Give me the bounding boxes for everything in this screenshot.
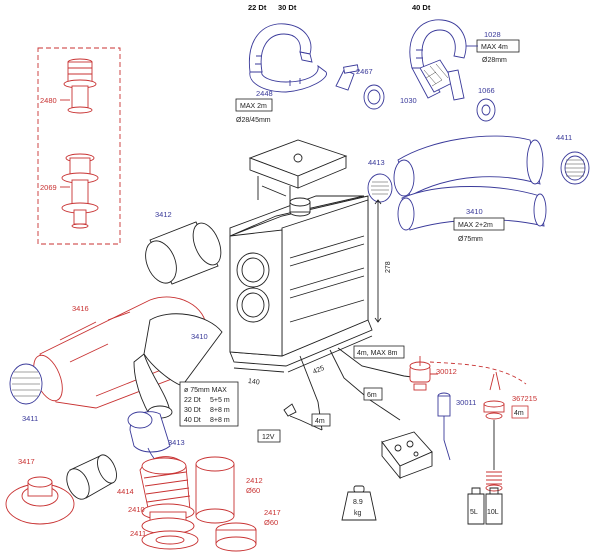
connector-pipe [447,69,465,101]
part-number-4411: 4411 [556,133,572,142]
weight-unit: kg [354,510,362,517]
heater-unit [229,195,373,367]
part-number-2467: 2467 [356,67,373,76]
hose-label-30dt: 30 Dt [278,3,297,12]
mounting-bracket [248,139,348,208]
diameter-2417: Ø60 [264,518,278,527]
tank-connector-367215 [483,371,505,420]
hose-label-22dt: 22 Dt [248,3,267,12]
box-6m [363,387,383,401]
dimension-height: 278 [385,261,392,273]
label-4m: 4m [315,418,325,425]
part-number-2410: 2410 [128,505,145,514]
roof-cowl-2480 [63,58,97,114]
spec-40dt-value: 8+8 m [210,417,230,424]
dimension-depth: 425 [312,365,326,376]
label-5l: 5L [470,509,478,516]
part-number-2412: 2412 [246,476,263,485]
optional-parts-dashed-box [37,47,121,245]
pipe-3412 [145,221,222,285]
grille-3411 [9,363,43,405]
width-dimension-line [233,367,285,373]
part-number-1066: 1066 [478,86,495,95]
part-number-4413: 4413 [368,158,385,167]
box-4m-red [511,405,529,419]
label-6m: 6m [367,392,377,399]
part-number-367215: 367215 [512,394,537,403]
depth-dimension-line [287,335,373,373]
duct-y-pipe-3410 [393,135,547,231]
box-12v [257,429,281,443]
label-12v: 12V [262,434,275,441]
control-panel [381,431,433,480]
part-number-3411: 3411 [22,414,38,423]
outlet-2467 [335,64,385,110]
label-dia-28-45: Ø28/45mm [236,117,271,124]
fuel-dashed-line [429,361,527,385]
label-10l: 10L [487,509,499,516]
part-number-30012: 30012 [436,367,457,376]
box-max-2m [235,98,273,112]
diameter-2412: Ø60 [246,486,260,495]
elbow-3413 [127,411,171,471]
exhaust-2410 [141,503,195,535]
part-number-1028: 1028 [484,30,501,39]
spec-30dt-value: 8+8 m [210,407,230,414]
label-4m-max-8m: 4m, MAX 8m [357,350,398,357]
part-number-3412: 3412 [155,210,172,219]
cap-2417 [215,522,257,552]
label-4m-red: 4m [514,410,524,417]
part-number-2480: 2480 [40,96,57,105]
spec-22dt-value: 5+5 m [210,397,230,404]
spec-header: ø 75mm MAX [184,387,227,394]
exhaust-2411 [141,530,199,550]
dimension-width: 140 [248,378,261,387]
weight-icon [341,485,377,521]
part-number-2411: 2411 [130,529,146,538]
spec-30dt: 30 Dt [184,407,201,414]
filter-30011 [437,392,451,461]
part-number-3417: 3417 [18,457,35,466]
wire-harness-6m [329,349,401,421]
part-number-3413: 3413 [168,438,185,447]
part-number-2069: 2069 [40,183,57,192]
label-dia-75: Ø75mm [458,236,483,243]
spec-22dt: 22 Dt [184,397,201,404]
fuel-tank-5l [467,487,485,525]
part-number-4414: 4414 [117,487,134,496]
power-cable [289,415,323,431]
label-max-2m: MAX 2m [240,103,267,110]
fuel-pump-30012 [409,356,438,391]
hose-label-40dt: 40 Dt [412,3,431,12]
fuel-tank-10l [485,487,503,525]
box-4m-max-8m [353,345,405,359]
label-max-2-2m: MAX 2+2m [458,222,493,229]
grille-4411 [560,151,590,185]
spec-40dt: 40 Dt [184,417,201,424]
part-number-3410-left: 3410 [191,332,208,341]
grille-4413 [367,173,393,203]
flexible-hose-2448 [248,23,327,93]
part-number-30011: 30011 [456,398,476,407]
part-number-3416: 3416 [72,304,89,313]
label-max-4m: MAX 4m [481,44,508,51]
outlet-1066 [476,98,496,122]
weight-value: 8.9 [353,499,363,506]
box-max-2-2m [453,217,505,231]
label-dia-28: Ø28mm [482,57,507,64]
pipe-short [66,454,117,500]
pipe-2412 [195,456,235,524]
part-number-2417: 2417 [264,508,281,517]
part-number-2448: 2448 [256,89,273,98]
box-4m [311,413,331,427]
part-number-3410-right: 3410 [466,207,483,216]
spec-table: ø 75mm MAX 22 Dt 5+5 m 30 Dt 8+8 m 40 Dt… [179,381,239,427]
roof-pipe-2069 [61,153,99,229]
fuse-holder [283,403,297,417]
part-number-1030: 1030 [400,96,417,105]
roof-flange-3417 [5,476,75,525]
